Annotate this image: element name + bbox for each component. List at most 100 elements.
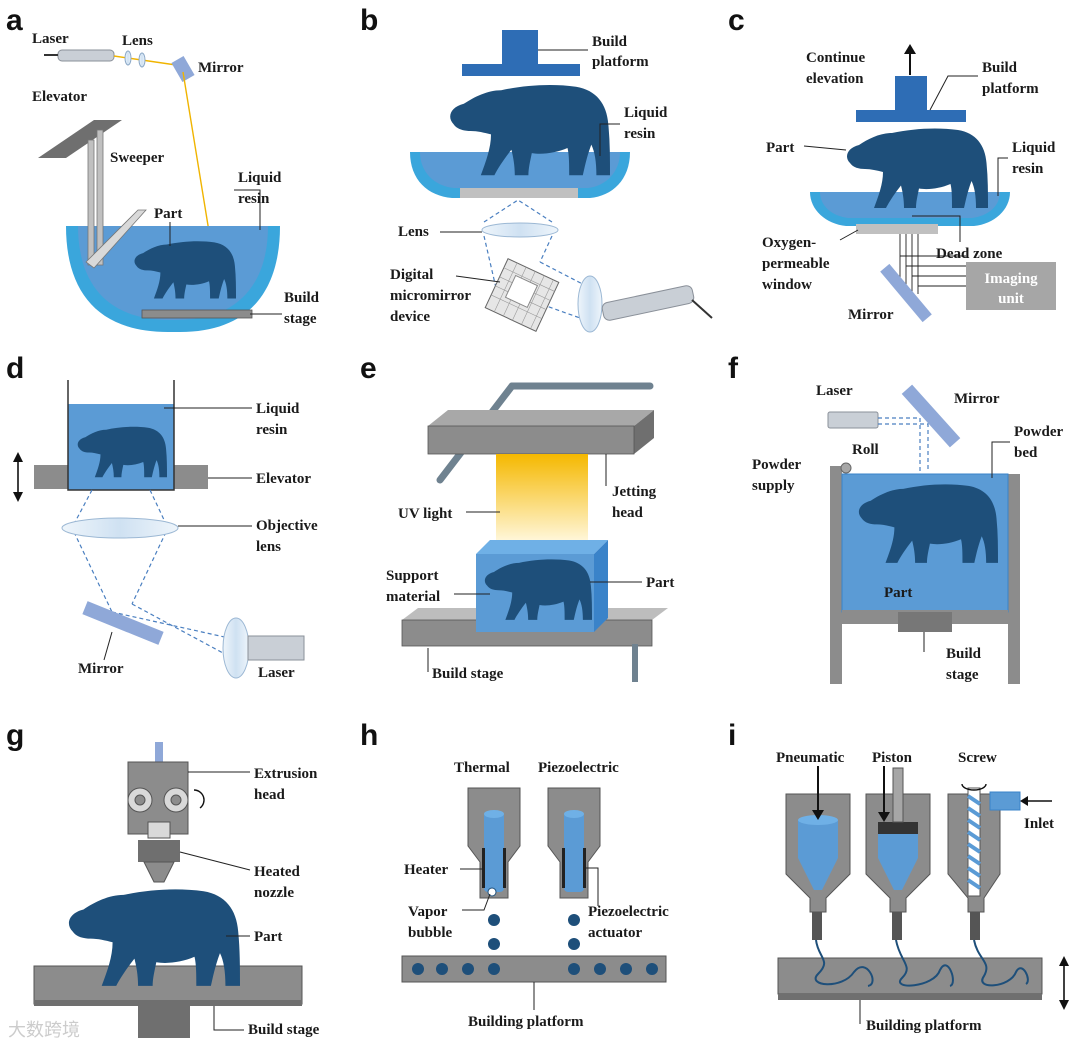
objective-lens-icon — [61, 517, 179, 539]
label-build-platform: Build — [982, 60, 1018, 76]
lens-icon — [124, 50, 132, 66]
heated-nozzle — [138, 840, 180, 862]
jetting-head-side — [634, 410, 654, 454]
label-dmd: micromirror — [390, 288, 471, 304]
label-build-stage: Build stage — [432, 666, 504, 682]
laser-icon — [827, 411, 879, 429]
elevator-rod — [87, 139, 95, 266]
elevator-plate — [38, 120, 122, 158]
label-support-material: Support — [386, 568, 439, 584]
imaging-unit — [966, 262, 1056, 310]
label-extrusion-head: Extrusion — [254, 766, 318, 782]
rotation-arrow — [193, 789, 205, 809]
label-objective-lens: lens — [256, 539, 281, 555]
label-inlet: Inlet — [1024, 816, 1054, 832]
build-stage — [141, 309, 253, 319]
light-path — [878, 417, 929, 472]
build-platform — [856, 110, 966, 122]
label-extrusion-head: head — [254, 787, 286, 803]
label-dead-zone: Dead zone — [936, 246, 1003, 262]
heater-icon — [503, 848, 506, 888]
watermark: 大数跨境 — [8, 1020, 80, 1041]
heater-icon — [482, 848, 485, 888]
pneumatic-ink — [798, 820, 838, 890]
needle — [892, 912, 902, 940]
actuator-icon — [562, 848, 565, 888]
leader — [839, 229, 859, 241]
label-imaging-unit: unit — [998, 291, 1024, 307]
panel-letter: i — [728, 719, 736, 752]
leader — [586, 867, 599, 906]
label-objective-lens: Objective — [256, 518, 318, 534]
panel-letter: f — [728, 352, 739, 385]
ink-surface — [564, 810, 584, 818]
light-path — [73, 489, 239, 661]
heater-block — [147, 821, 171, 839]
up-arrowhead — [13, 452, 23, 462]
mirror-icon — [901, 384, 961, 448]
label-vapor-bubble: Vapor — [408, 904, 448, 920]
oxygen-window — [856, 224, 938, 234]
label-lens: Lens — [398, 224, 429, 240]
panel-f: f Laser Mirror Roll Powder supply Powder… — [728, 352, 1063, 684]
leader — [103, 631, 113, 661]
wall-right — [1008, 474, 1020, 684]
label-liquid-resin: Liquid — [1012, 140, 1056, 156]
label-lens: Lens — [122, 33, 153, 49]
elevator-rod — [96, 129, 104, 266]
panel-letter: a — [6, 4, 23, 37]
leader — [803, 145, 847, 151]
leader — [455, 275, 501, 283]
panel-letter: c — [728, 4, 745, 37]
label-liquid-resin: resin — [256, 422, 288, 438]
build-stage-edge — [34, 1000, 302, 1006]
panel-i: i Pneumatic Piston Screw Inlet Buil — [728, 719, 1069, 1034]
droplet — [488, 914, 500, 926]
light-source-cable — [691, 299, 713, 319]
laser-icon — [57, 49, 115, 62]
rotation-arrow — [961, 783, 987, 791]
panel-letter: d — [6, 352, 24, 385]
roll-icon — [840, 462, 852, 474]
lens-icon — [481, 222, 559, 238]
label-heater: Heater — [404, 862, 448, 878]
actuator-icon — [583, 848, 586, 888]
label-oxygen-window: window — [762, 277, 812, 293]
scan-beam — [182, 71, 213, 251]
leader — [179, 851, 251, 871]
build-stage — [33, 965, 303, 1005]
wall-left — [830, 466, 842, 684]
label-oxygen-window: permeable — [762, 256, 830, 272]
label-laser: Laser — [258, 665, 295, 681]
lens-icon — [222, 617, 250, 679]
label-laser: Laser — [816, 383, 853, 399]
label-part: Part — [254, 929, 282, 945]
building-platform-edge — [778, 994, 1042, 1000]
mirror-icon — [880, 263, 932, 323]
label-jetting-head: Jetting — [612, 484, 657, 500]
label-liquid-resin: resin — [238, 191, 270, 207]
sweeper — [85, 209, 147, 269]
jetting-head-top — [428, 410, 654, 426]
label-liquid-resin: Liquid — [238, 170, 282, 186]
label-dmd: Digital — [390, 267, 433, 283]
panel-g: g Extrusion head Heated nozzle Part Buil… — [6, 719, 320, 1038]
mirror-icon — [82, 601, 164, 645]
label-roll: Roll — [852, 442, 879, 458]
label-elevator: Elevator — [256, 471, 311, 487]
label-build-stage: Build stage — [248, 1022, 320, 1038]
label-screw: Screw — [958, 750, 997, 766]
leader — [462, 893, 491, 911]
build-platform-stem — [895, 76, 927, 112]
panel-letter: h — [360, 719, 378, 752]
panel-d: d Liquid resin Elevator Objective lens M… — [6, 352, 318, 681]
label-build-stage: stage — [284, 311, 317, 327]
label-liquid-resin: resin — [624, 126, 656, 142]
drive-gear-hub — [134, 794, 146, 806]
label-build-platform: Build — [592, 34, 628, 50]
piston-ink — [878, 832, 918, 890]
label-thermal: Thermal — [454, 760, 510, 776]
support-top — [476, 540, 608, 554]
label-mirror: Mirror — [78, 661, 124, 677]
leader — [234, 189, 261, 230]
